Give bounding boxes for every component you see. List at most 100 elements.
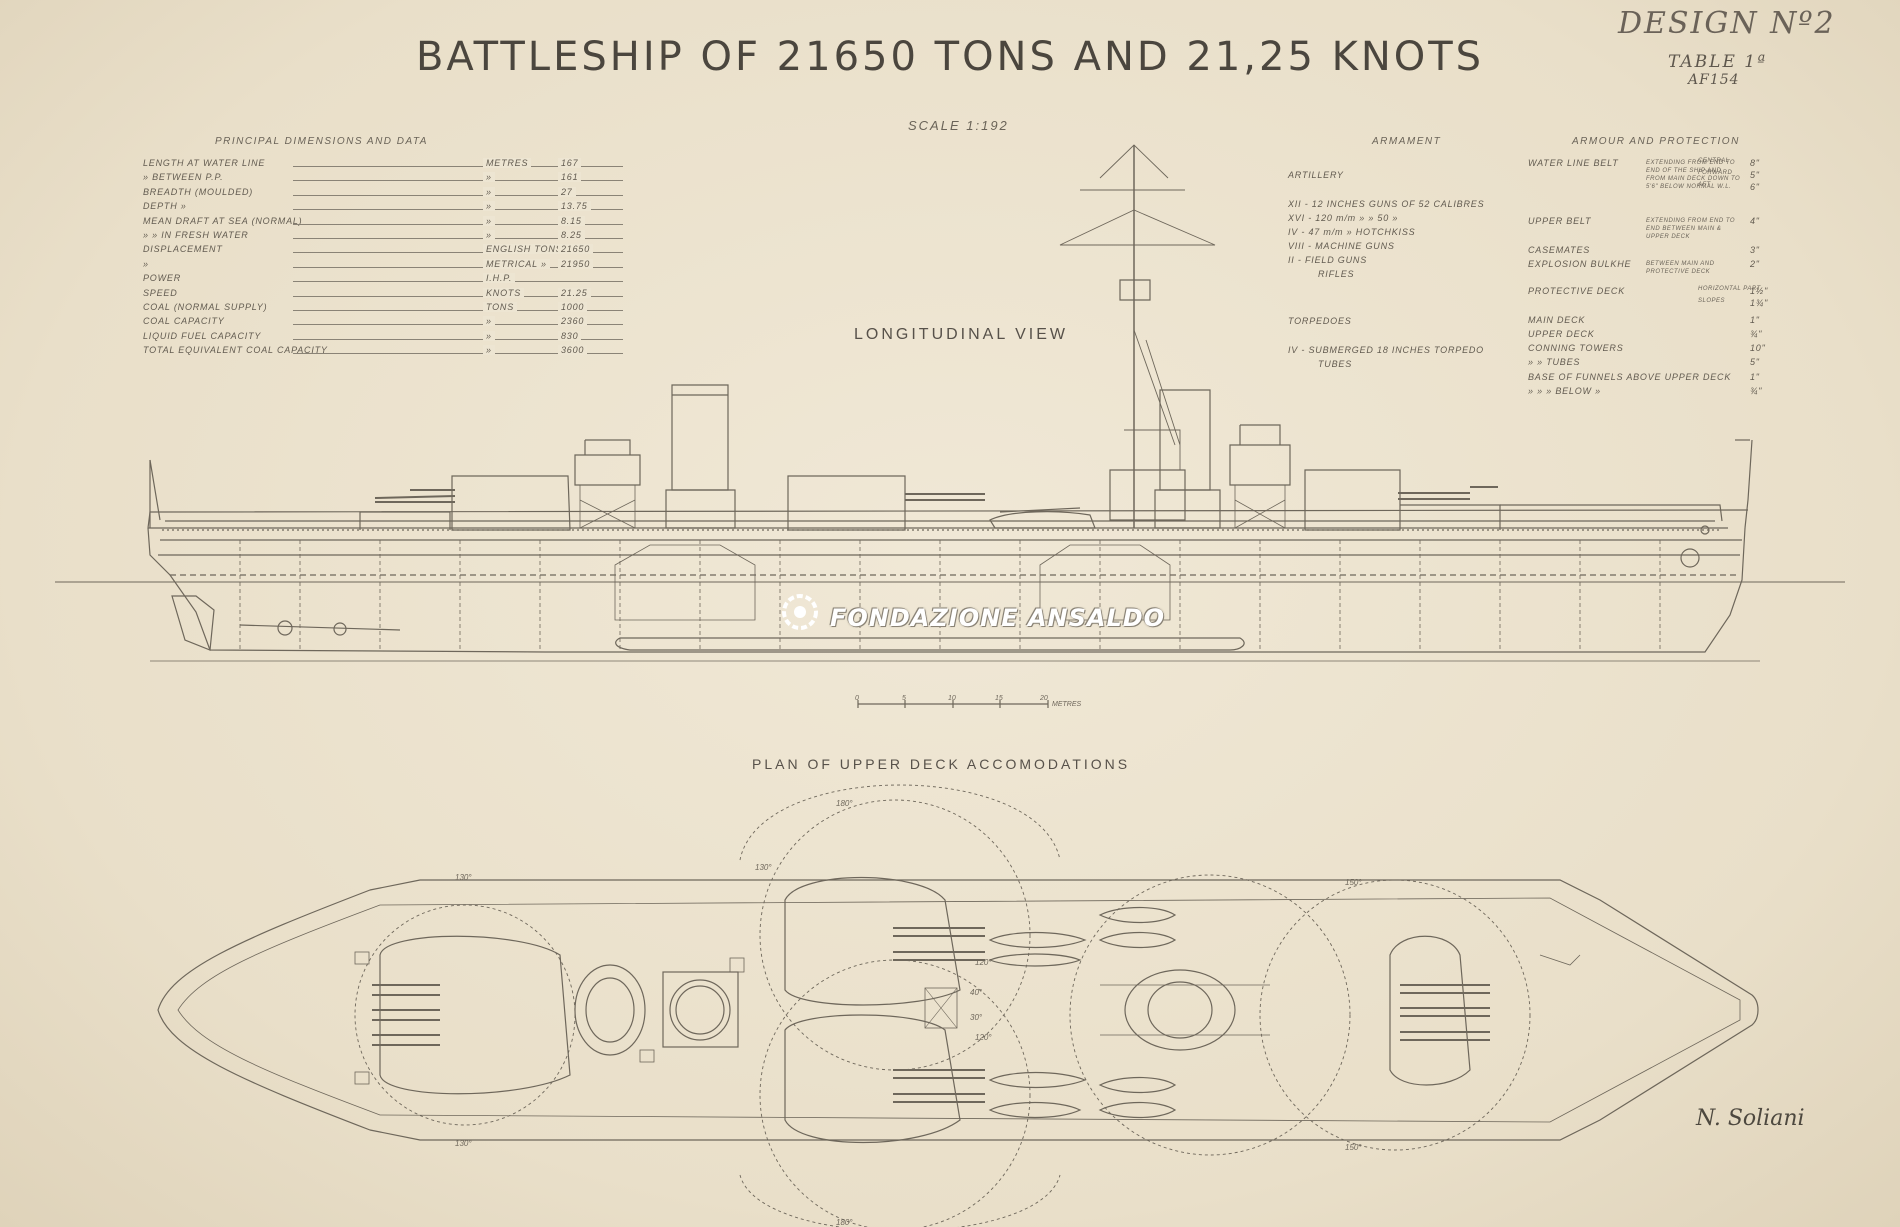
design-number: DESIGN Nº2: [1618, 6, 1836, 41]
arc-label: 40°: [970, 988, 983, 997]
arc-label: 120°: [975, 958, 992, 967]
artillery-line: IV - 47 m/m » HOTCHKISS: [1288, 227, 1416, 237]
dimension-row: POWER I.H.P.: [143, 273, 623, 287]
dimension-unit: METRICAL »: [483, 258, 550, 269]
dimension-row: COAL CAPACITY»2360: [143, 316, 623, 330]
dimension-unit: »: [483, 316, 495, 327]
dimension-label: COAL (NORMAL SUPPLY): [143, 302, 268, 312]
dimension-label: DISPLACEMENT: [143, 244, 223, 255]
leader-line: [293, 180, 623, 182]
dimension-row: MEAN DRAFT AT SEA (NORMAL)»8.15: [143, 215, 623, 230]
armour-label: BASE OF FUNNELS ABOVE UPPER DECK: [1528, 372, 1732, 382]
dimension-label: » » IN FRESH WATER: [143, 230, 249, 240]
dimension-unit: KNOTS: [483, 287, 525, 298]
dimension-label: LIQUID FUEL CAPACITY: [143, 330, 262, 341]
artillery-line: II - FIELD GUNS: [1288, 255, 1368, 265]
artillery-line: XVI - 120 m/m » » 50 »: [1288, 213, 1399, 223]
armour-value: 1½": [1750, 286, 1769, 296]
scale-tick-label: 15: [995, 695, 1003, 702]
arc-label: 130°: [455, 873, 472, 882]
armour-sub-label: CENTRAL: [1698, 158, 1730, 164]
armour-value: 8": [1750, 158, 1760, 168]
arc-label: 30°: [970, 1013, 983, 1022]
dimension-unit: I.H.P.: [483, 273, 516, 284]
arc-label: 120°: [975, 1033, 992, 1042]
armour-label: PROTECTIVE DECK: [1528, 286, 1626, 296]
leader-line: [293, 338, 623, 340]
armour-label: EXPLOSION BULKHE: [1528, 259, 1632, 269]
archive-code: AF154: [1688, 72, 1740, 88]
armour-label: CONNING TOWERS: [1528, 343, 1624, 353]
dimension-unit: »: [483, 186, 495, 197]
armour-value: 10": [1750, 343, 1766, 353]
leader-line: [293, 166, 623, 167]
armour-value: 3": [1750, 245, 1760, 255]
armour-value: 6": [1750, 182, 1760, 192]
dimension-row: DEPTH »»13.75: [143, 201, 623, 215]
armour-value: 2": [1750, 259, 1760, 269]
dimension-unit: »: [483, 345, 495, 356]
scale-tick-label: 20: [1039, 695, 1048, 702]
table-number: TABLE 1ª: [1668, 52, 1768, 72]
armour-label: UPPER DECK: [1528, 329, 1595, 339]
armour-heading: ARMOUR AND PROTECTION: [1572, 136, 1740, 147]
dimension-row: LIQUID FUEL CAPACITY»830: [143, 330, 623, 345]
dimension-value: 3600: [558, 345, 588, 356]
artillery-heading: ARTILLERY: [1288, 170, 1344, 180]
leader-line: [293, 209, 623, 211]
artillery-line: RIFLES: [1318, 269, 1355, 279]
armour-label: » » » BELOW »: [1528, 386, 1601, 396]
dimension-value: 13.75: [558, 201, 591, 212]
scale-tick-label: 10: [948, 695, 956, 702]
longitudinal-view: [55, 144, 1845, 662]
armour-value: 4": [1750, 216, 1760, 226]
armour-sub-label: HORIZONTAL PART: [1698, 286, 1761, 292]
plan-view-label: PLAN OF UPPER DECK ACCOMODATIONS: [752, 756, 1131, 772]
dimension-label: » BETWEEN P.P.: [143, 172, 224, 183]
dimension-label: LENGTH AT WATER LINE: [143, 158, 266, 168]
armour-label: UPPER BELT: [1528, 216, 1592, 226]
arc-label: 180°: [836, 799, 853, 808]
armour-value: ¾": [1750, 329, 1763, 339]
drawing-title: BATTLESHIP OF 21650 TONS AND 21,25 KNOTS: [415, 34, 1485, 80]
leader-line: [293, 252, 623, 254]
armour-sub-label: SLOPES: [1698, 298, 1726, 304]
leader-line: [293, 238, 623, 239]
dimension-value: 8.25: [558, 230, 585, 240]
plan-view: [157, 784, 1759, 1227]
leader-line: [293, 223, 623, 225]
armour-value: 1": [1750, 315, 1760, 325]
signature: N. Soliani: [1696, 1106, 1805, 1131]
dimension-row: » BETWEEN P.P.»161: [143, 172, 623, 186]
armour-note: EXTENDING FROM END TO END BETWEEN MAIN &…: [1646, 218, 1736, 240]
armour-sub-label: AFT: [1698, 182, 1711, 188]
armour-value: 5": [1750, 357, 1760, 367]
dimension-label: »: [143, 258, 149, 269]
leader-line: [293, 310, 623, 311]
dimension-value: 2360: [558, 316, 588, 327]
dimension-value: 8.15: [558, 215, 585, 226]
dimension-unit: ENGLISH TONS: [483, 244, 566, 255]
armour-value: 1": [1750, 372, 1760, 382]
dimension-unit: »: [483, 330, 495, 341]
armour-row: PROTECTIVE DECK HORIZONTAL PART SLOPES 1½" 1…: [1528, 286, 1768, 326]
arc-label: 150°: [1345, 1143, 1362, 1152]
dimension-row: TOTAL EQUIVALENT COAL CAPACITY»3600: [143, 345, 623, 359]
armour-row: » » » BELOW »¾": [1528, 386, 1768, 426]
dimension-unit: TONS: [483, 302, 518, 312]
torpedo-line: TUBES: [1318, 359, 1353, 369]
leader-line: [293, 324, 623, 326]
dimension-label: BREADTH (MOULDED): [143, 186, 254, 197]
dimension-label: MEAN DRAFT AT SEA (NORMAL): [143, 215, 303, 226]
dimension-label: POWER: [143, 273, 182, 284]
armour-row: CONNING TOWERS 10": [1528, 343, 1768, 383]
scale-label: SCALE 1:192: [908, 118, 1009, 133]
